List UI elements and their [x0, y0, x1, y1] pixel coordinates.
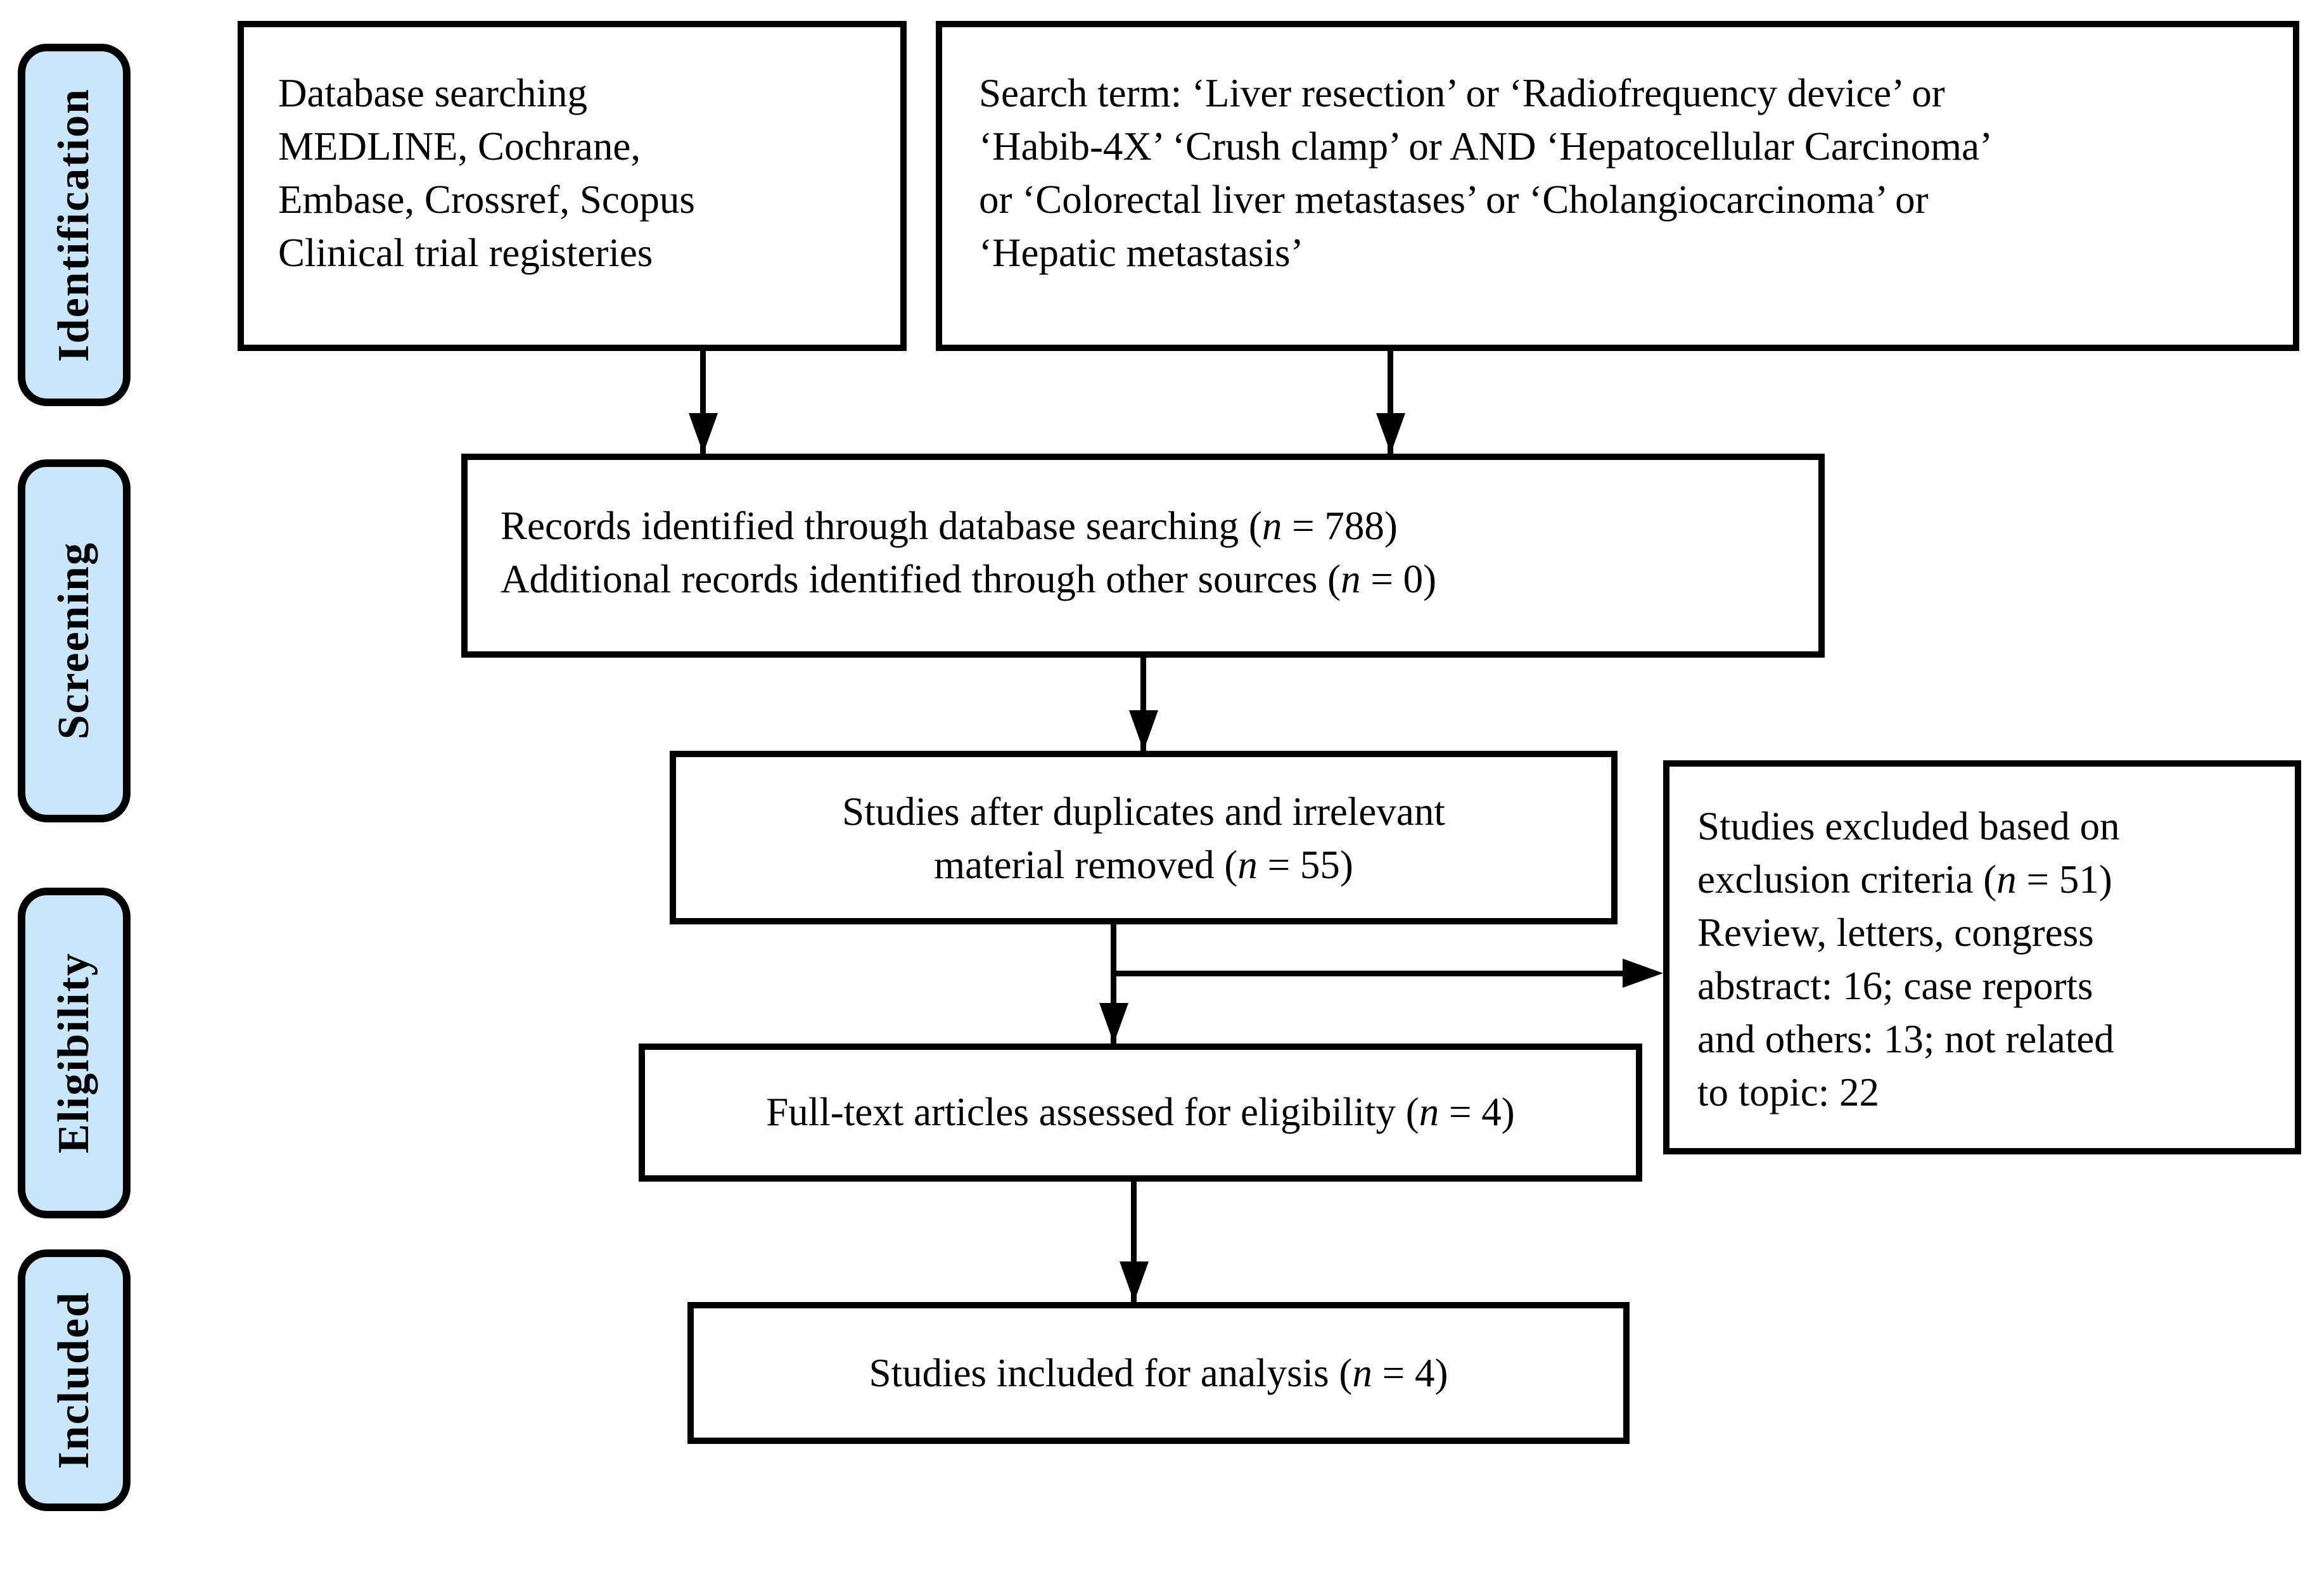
arrow-line-fulltext-to-included	[1131, 1182, 1137, 1302]
box-records-identified: Records identified through database sear…	[461, 454, 1825, 658]
box-studies-included: Studies included for analysis (n = 4)	[687, 1302, 1630, 1444]
arrow-line-search-to-records	[1388, 350, 1393, 454]
box-studies-included-text: Studies included for analysis (n = 4)	[869, 1351, 1448, 1395]
box-records-identified-text: Records identified through database sear…	[501, 504, 1437, 601]
stage-label-included: Included	[18, 1249, 131, 1511]
stage-label-eligibility: Eligibility	[18, 888, 131, 1218]
arrow-head-duplicates-to-fulltext	[1099, 1003, 1128, 1044]
box-search-terms-text: Search term: ‘Liver resection’ or ‘Radio…	[979, 71, 1993, 275]
stage-label-identification: Identification	[18, 44, 131, 406]
stage-label-screening-text: Screening	[49, 542, 98, 740]
arrow-head-sources-to-records	[689, 413, 718, 454]
box-fulltext-assessed-text: Full-text articles assessed for eligibil…	[766, 1090, 1515, 1134]
box-search-terms: Search term: ‘Liver resection’ or ‘Radio…	[936, 21, 2299, 351]
arrow-line-sources-to-records	[700, 350, 706, 454]
stage-label-identification-text: Identification	[49, 87, 98, 362]
stage-label-screening: Screening	[18, 459, 131, 822]
arrow-head-fulltext-to-included	[1120, 1261, 1149, 1302]
arrow-line-records-to-duplicates	[1140, 658, 1146, 751]
arrow-head-branch-to-excluded	[1623, 959, 1663, 988]
stage-label-included-text: Included	[49, 1291, 98, 1469]
box-fulltext-assessed: Full-text articles assessed for eligibil…	[639, 1044, 1642, 1182]
arrow-line-branch-to-excluded	[1111, 971, 1625, 976]
arrow-head-search-to-records	[1376, 413, 1405, 454]
arrow-line-duplicates-to-fulltext	[1111, 924, 1116, 1044]
stage-label-eligibility-text: Eligibility	[49, 952, 98, 1154]
arrow-head-records-to-duplicates	[1129, 710, 1158, 751]
